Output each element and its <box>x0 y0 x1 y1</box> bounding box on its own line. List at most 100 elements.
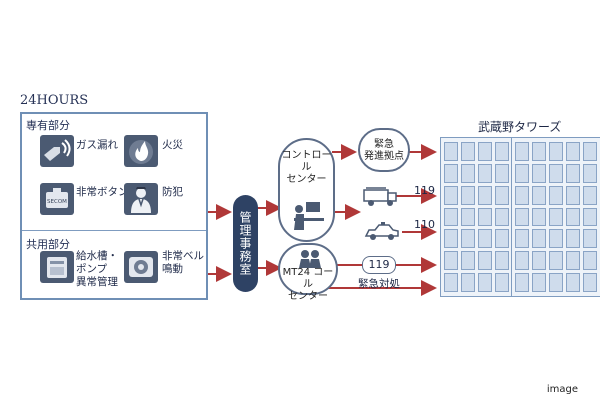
tower-window <box>583 207 597 227</box>
tower-window <box>549 185 563 205</box>
water-tank-label-line-1: 給水槽・ <box>76 250 118 262</box>
emergency-dispatch-label: 緊急 発進拠点 <box>360 139 408 163</box>
tower-window <box>461 163 475 183</box>
tower-window <box>532 251 546 271</box>
tower-window <box>444 142 458 161</box>
tower-window <box>461 142 475 161</box>
emergency-button-device-text: SECOM <box>47 199 67 205</box>
tower-window <box>532 142 546 161</box>
police-car-icon <box>364 222 400 246</box>
tower-window <box>566 251 580 271</box>
tower-window <box>566 229 580 249</box>
tower-window <box>532 185 546 205</box>
security-label: 防犯 <box>162 186 183 198</box>
water-tank-icon <box>40 251 74 283</box>
tower-window <box>495 251 509 271</box>
tower-window <box>532 163 546 183</box>
mt24-label-line-1: MT24 コール <box>282 267 334 290</box>
alarm-bell-icon <box>124 251 158 283</box>
tower-window <box>515 185 529 205</box>
water-tank-label-line-3: 異常管理 <box>76 276 118 288</box>
police-number: 110 <box>414 218 435 231</box>
tower-window <box>444 207 458 227</box>
tower-window <box>495 273 509 292</box>
control-center-oval: コントロール センター <box>278 138 335 242</box>
emergency-dispatch-label-line-2: 発進拠点 <box>364 151 404 162</box>
gas-leak-icon <box>40 135 74 167</box>
tower-window <box>583 229 597 249</box>
water-tank-label: 給水槽・ ポンプ 異常管理 <box>76 250 118 289</box>
mt24-label-line-2: センター <box>288 291 328 302</box>
security-guard-icon <box>124 183 158 215</box>
hours-title: 24HOURS <box>20 93 89 108</box>
tower-window <box>495 185 509 205</box>
tower-window <box>583 273 597 292</box>
tower-window <box>461 185 475 205</box>
tower-window <box>532 229 546 249</box>
tower-window <box>495 229 509 249</box>
tower-window <box>478 142 492 161</box>
tower-window <box>549 207 563 227</box>
tower-window <box>444 273 458 292</box>
tower-window <box>478 251 492 271</box>
water-tank-label-line-2: ポンプ <box>76 263 108 275</box>
common-section-label: 共用部分 <box>26 238 70 251</box>
tower-window <box>461 207 475 227</box>
tower-window <box>495 163 509 183</box>
alarm-bell-label-line-2: 鳴動 <box>162 263 183 275</box>
section-divider <box>22 230 206 231</box>
tower-window <box>495 207 509 227</box>
tower-window <box>532 207 546 227</box>
tower-window <box>478 207 492 227</box>
mt24-call-center-oval: MT24 コール センター <box>278 243 338 302</box>
tower-window <box>549 142 563 161</box>
tower-window <box>478 273 492 292</box>
tower-window <box>532 273 546 292</box>
tower-window <box>549 273 563 292</box>
fire-icon <box>124 135 158 167</box>
tower-window <box>566 207 580 227</box>
tower-window <box>461 273 475 292</box>
control-center-label-line-2: センター <box>286 174 327 185</box>
tower-window <box>566 142 580 161</box>
tower-window <box>478 185 492 205</box>
mt24-119-pill: 119 <box>362 256 396 274</box>
towers-title: 武蔵野タワーズ <box>478 120 562 134</box>
tower-window <box>515 207 529 227</box>
tower-window <box>461 229 475 249</box>
operator-desk-icon <box>294 202 324 230</box>
management-office-badge: 管理事務室 <box>233 195 258 292</box>
tower-window <box>515 142 529 161</box>
tower-window <box>583 163 597 183</box>
private-section-label: 専有部分 <box>26 119 70 132</box>
alarm-bell-label: 非常ベル 鳴動 <box>162 250 204 276</box>
emergency-response-label: 緊急対処 <box>358 278 400 290</box>
tower-window <box>478 229 492 249</box>
mt24-119-number: 119 <box>368 258 390 271</box>
control-center-label: コントロール センター <box>280 150 333 186</box>
tower-window <box>549 163 563 183</box>
tower-window <box>461 251 475 271</box>
tower-window <box>444 163 458 183</box>
tower-window <box>444 229 458 249</box>
emergency-button-label: 非常ボタン <box>76 186 129 198</box>
tower-window <box>515 163 529 183</box>
tower-window <box>566 273 580 292</box>
emergency-dispatch-label-line-1: 緊急 <box>374 139 394 150</box>
fire-dept-number: 119 <box>414 184 435 197</box>
tower-right <box>511 137 600 297</box>
tower-window <box>566 163 580 183</box>
gas-leak-label: ガス漏れ <box>76 139 118 151</box>
emergency-dispatch-oval: 緊急 発進拠点 <box>358 128 410 172</box>
tower-window <box>549 251 563 271</box>
emergency-button-icon: SECOM <box>40 183 74 215</box>
tower-window <box>583 185 597 205</box>
image-caption: image <box>546 384 578 395</box>
tower-window <box>444 185 458 205</box>
tower-window <box>444 251 458 271</box>
tower-window <box>549 229 563 249</box>
tower-window <box>583 142 597 161</box>
fire-truck-icon <box>362 184 398 212</box>
tower-window <box>515 273 529 292</box>
